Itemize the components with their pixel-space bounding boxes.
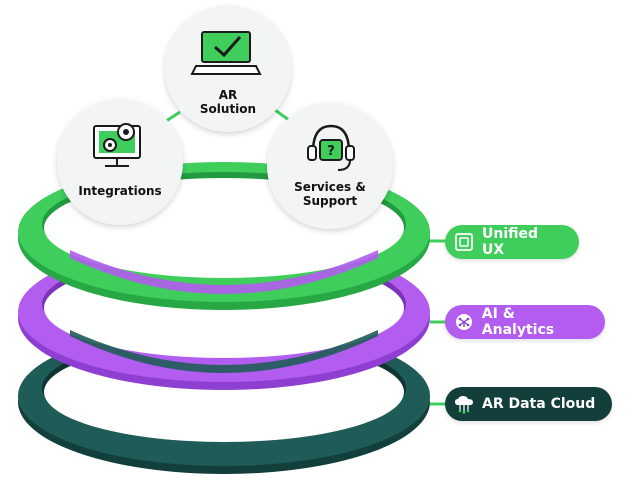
ar-solution-label-line1: AR	[218, 88, 238, 102]
layer-pill-unified-ux: Unified UX	[445, 225, 579, 259]
services-support-label: Services & Support	[285, 180, 375, 208]
layer-label-unified-ux: Unified UX	[481, 226, 539, 258]
brain-circuit-icon	[453, 311, 475, 333]
node-services-support	[267, 103, 393, 229]
ar-solution-label: AR Solution	[188, 88, 268, 116]
cloud-network-icon	[453, 393, 475, 415]
services-label-line1: Services &	[294, 180, 366, 194]
svg-text:?: ?	[327, 144, 335, 159]
services-label-line2: Support	[302, 194, 358, 208]
node-integrations	[57, 99, 183, 225]
laptop-check-icon	[190, 31, 262, 75]
headset-question-icon: ?	[307, 124, 355, 171]
ar-solution-label-line2: Solution	[199, 102, 257, 116]
window-icon	[453, 231, 475, 253]
layer-label-ai-analytics: AI & Analytics	[481, 306, 555, 338]
layer-label-ar-data-cloud: AR Data Cloud	[482, 396, 596, 412]
integrations-label: Integrations	[78, 184, 162, 198]
layer-pill-ai-analytics: AI & Analytics	[445, 305, 605, 339]
layer-pill-ar-data-cloud: AR Data Cloud	[445, 387, 612, 421]
monitor-gears-icon	[93, 123, 141, 167]
